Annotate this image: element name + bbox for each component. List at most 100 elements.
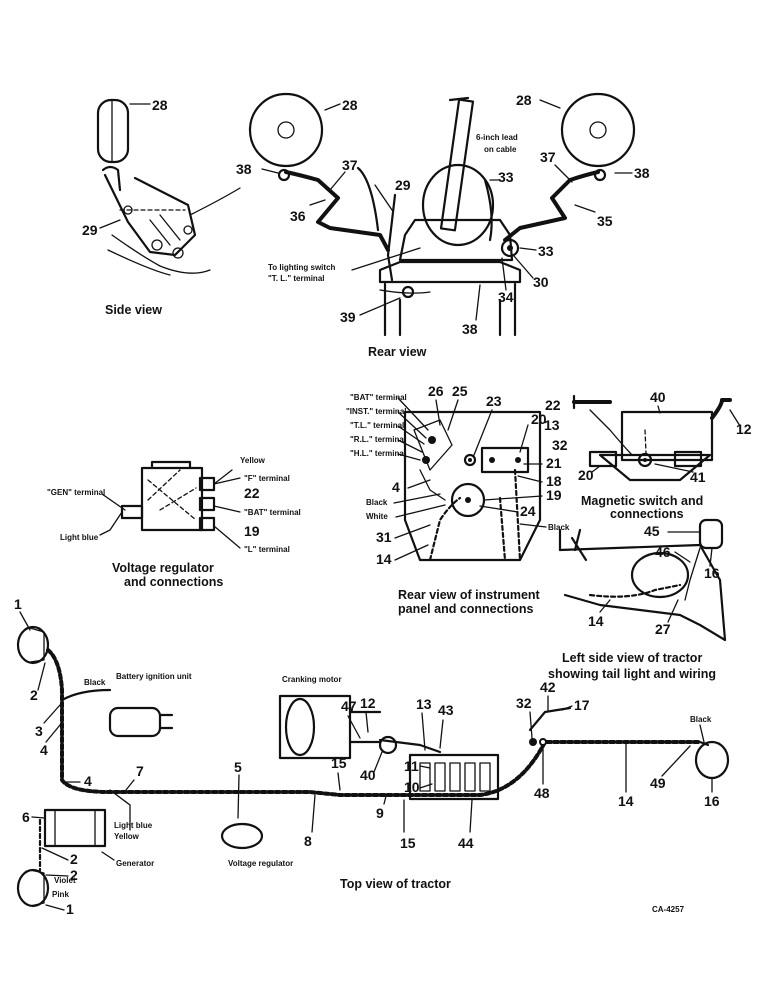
callout: 1 — [14, 596, 22, 612]
callout: 6 — [22, 809, 30, 825]
callout: 18 — [546, 473, 562, 489]
callout: 38 — [634, 165, 650, 181]
callout: 26 — [428, 383, 444, 399]
callout: 23 — [486, 393, 502, 409]
lead-note: on cable — [484, 145, 517, 154]
callout: 22 — [244, 485, 260, 501]
callout: 36 — [290, 208, 306, 224]
lighting-switch-note: "T. L." terminal — [268, 274, 324, 283]
terminal-label: "R.L." terminal — [350, 435, 406, 444]
instrument-panel-view: "BAT" terminal "INST." terminal "T.L." t… — [346, 383, 570, 616]
instrument-caption: Rear view of instrument — [398, 588, 541, 602]
component-label: Battery ignition unit — [116, 672, 192, 681]
callout: 33 — [538, 243, 554, 259]
top-view: Battery ignition unit Black Light blue Y… — [14, 596, 730, 917]
wire-label: Black — [548, 523, 570, 532]
callout: 37 — [540, 149, 556, 165]
callout: 40 — [360, 767, 376, 783]
lead-note: 6-inch lead — [476, 133, 518, 142]
callout: 15 — [331, 755, 347, 771]
callout: 32 — [516, 695, 532, 711]
callout: 10 — [404, 779, 420, 795]
callout: 12 — [360, 695, 376, 711]
terminal-label: "BAT" terminal — [350, 393, 407, 402]
wire-label: Black — [84, 678, 106, 687]
callout: 4 — [84, 773, 92, 789]
top-headlight — [16, 625, 50, 665]
callout: 38 — [236, 161, 252, 177]
terminal-label: "BAT" terminal — [244, 508, 301, 517]
callout: 41 — [690, 469, 706, 485]
rear-view: 28 28 38 37 36 38 37 35 39 — [236, 92, 650, 359]
callout: 13 — [544, 417, 560, 433]
wire-label: Yellow — [114, 832, 140, 841]
right-rear-lamp — [560, 92, 636, 168]
figure-code: CA-4257 — [652, 905, 685, 914]
terminal-label: "H.L." terminal — [350, 449, 406, 458]
callout: 15 — [400, 835, 416, 851]
wire-label: Violet — [54, 876, 76, 885]
callout: 2 — [30, 687, 38, 703]
callout: 5 — [234, 759, 242, 775]
callout: 2 — [70, 851, 78, 867]
callout: 42 — [540, 679, 556, 695]
callout: 38 — [462, 321, 478, 337]
callout: 20 — [578, 467, 594, 483]
callout: 19 — [244, 523, 260, 539]
voltage-regulator — [220, 822, 264, 850]
callout: 28 — [516, 92, 532, 108]
instrument-panel — [403, 410, 542, 562]
callout: 17 — [574, 697, 590, 713]
tail-lamp — [698, 518, 724, 550]
callout: 9 — [376, 805, 384, 821]
regulator-caption: Voltage regulator — [112, 561, 214, 575]
callout: 28 — [342, 97, 358, 113]
callout: 1 — [66, 901, 74, 917]
terminal-label: "F" terminal — [244, 474, 290, 483]
callout: 14 — [618, 793, 634, 809]
left-rear-lamp — [248, 92, 324, 168]
callout: 14 — [376, 551, 392, 567]
wire-label: Pink — [52, 890, 69, 899]
side-headlight — [96, 98, 130, 164]
cranking-motor — [278, 694, 352, 760]
callout: 4 — [40, 742, 48, 758]
voltage-regulator-view: Yellow "F" terminal 22 "BAT" terminal 19… — [47, 456, 301, 589]
callout: 22 — [545, 397, 561, 413]
wire-label: Black — [690, 715, 712, 724]
callout: 29 — [82, 222, 98, 238]
wire-label: White — [366, 512, 388, 521]
rear-view-caption: Rear view — [368, 345, 427, 359]
battery — [408, 753, 500, 801]
callout: 4 — [392, 479, 400, 495]
callout: 13 — [416, 696, 432, 712]
battery-ignition-unit — [108, 706, 162, 738]
callout: 24 — [520, 503, 536, 519]
callout: 19 — [546, 487, 562, 503]
wire-label: Yellow — [240, 456, 266, 465]
top-view-caption: Top view of tractor — [340, 877, 451, 891]
instrument-caption: panel and connections — [398, 602, 533, 616]
callout: 16 — [704, 793, 720, 809]
callout: 32 — [552, 437, 568, 453]
callout: 7 — [136, 763, 144, 779]
magnetic-switch-body — [620, 410, 714, 462]
left-side-caption: showing tail light and wiring — [548, 667, 716, 681]
magnetic-switch-caption: connections — [610, 507, 684, 521]
terminal-label: "L" terminal — [244, 545, 290, 554]
callout: 45 — [644, 523, 660, 539]
callout: 11 — [404, 758, 419, 774]
left-side-caption: Left side view of tractor — [562, 651, 702, 665]
callout: 39 — [340, 309, 356, 325]
callout: 31 — [376, 529, 392, 545]
wire-label: Black — [366, 498, 388, 507]
side-view-caption: Side view — [105, 303, 162, 317]
magnetic-switch-caption: Magnetic switch and — [581, 494, 703, 508]
callout: 37 — [342, 157, 358, 173]
callout: 43 — [438, 702, 454, 718]
callout: 35 — [597, 213, 613, 229]
callout: 28 — [152, 97, 168, 113]
callout: 14 — [588, 613, 604, 629]
side-view: 28 29 Side view — [82, 97, 241, 317]
